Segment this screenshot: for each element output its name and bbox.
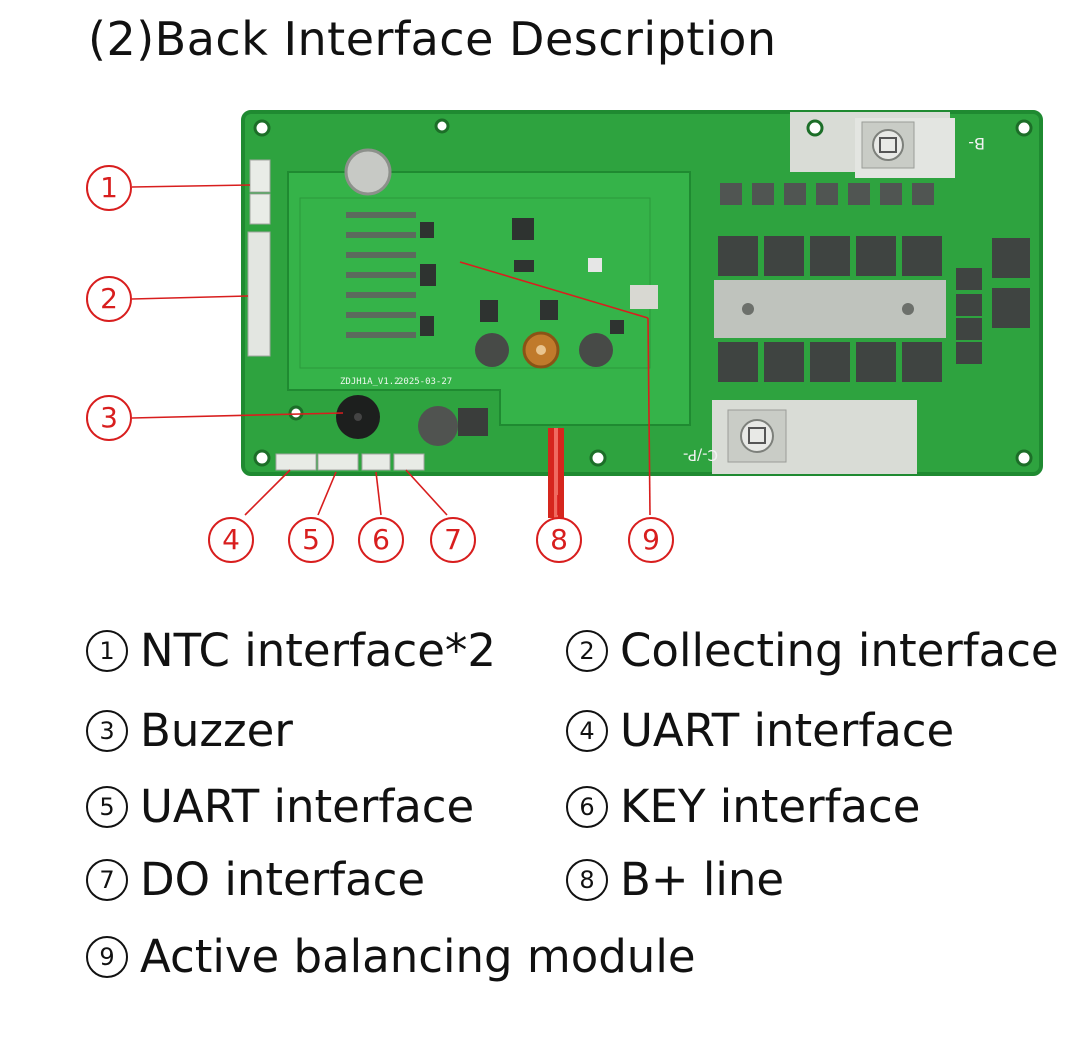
legend-item-8: 8 B+ line — [566, 853, 784, 906]
inductor-right — [579, 333, 613, 367]
callout-3: 3 — [86, 395, 132, 441]
legend-number: 1 — [86, 629, 128, 672]
callout-9: 9 — [628, 517, 674, 563]
callout-4: 4 — [208, 517, 254, 563]
legend-item-9: 9 Active balancing module — [86, 930, 696, 983]
callout-7: 7 — [430, 517, 476, 563]
legend-item-3: 3 Buzzer — [86, 704, 293, 757]
callout-2: 2 — [86, 276, 132, 322]
legend-number: 2 — [566, 629, 608, 672]
callout-8: 8 — [536, 517, 582, 563]
legend-item-1: 1 NTC interface*2 — [86, 624, 496, 677]
legend-number: 6 — [566, 785, 608, 828]
callout-5: 5 — [288, 517, 334, 563]
legend-item-2: 2 Collecting interface — [566, 624, 1059, 677]
legend-text: KEY interface — [620, 780, 921, 833]
legend-number: 7 — [86, 858, 128, 901]
bottom-connectors — [275, 453, 425, 471]
legend-text: DO interface — [140, 853, 426, 906]
legend-text: NTC interface*2 — [140, 624, 497, 677]
legend-text: B+ line — [620, 853, 785, 906]
legend-number: 5 — [86, 785, 128, 828]
legend-number: 4 — [566, 709, 608, 752]
legend-text: Buzzer — [140, 704, 293, 757]
inductor-left — [475, 333, 509, 367]
page-title: (2)Back Interface Description — [88, 12, 777, 66]
legend-item-6: 6 KEY interface — [566, 780, 920, 833]
legend-item-4: 4 UART interface — [566, 704, 954, 757]
screw-terminal-b — [861, 121, 915, 169]
collecting-connector — [247, 231, 271, 357]
leader-lines — [131, 184, 651, 516]
module-ics — [420, 218, 624, 336]
callout-6: 6 — [358, 517, 404, 563]
legend-text: UART interface — [140, 780, 475, 833]
ntc-connector — [249, 159, 271, 225]
terminal-cp-label: C-/P- — [683, 446, 718, 464]
balancing-module-board — [287, 171, 691, 426]
callout-1: 1 — [86, 165, 132, 211]
module-relay — [630, 285, 658, 309]
cell-row-components — [346, 212, 416, 338]
legend-text: Active balancing module — [140, 930, 696, 983]
legend-number: 8 — [566, 858, 608, 901]
terminal-b-label: B- — [968, 134, 985, 153]
screw-terminal-cp — [727, 409, 787, 463]
legend-number: 3 — [86, 709, 128, 752]
legend-number: 9 — [86, 935, 128, 978]
legend-item-7: 7 DO interface — [86, 853, 425, 906]
legend-text: UART interface — [620, 704, 955, 757]
coin-battery — [344, 148, 392, 196]
board-date-label: 2025-03-27 — [398, 377, 452, 387]
board-version-label: ZDJH1A_V1.2 — [340, 377, 400, 387]
legend-text: Collecting interface — [620, 624, 1059, 677]
electrolytic-capacitor — [418, 406, 458, 446]
mosfet-top-row — [720, 183, 934, 205]
legend-item-5: 5 UART interface — [86, 780, 474, 833]
mosfet-grid — [718, 236, 1030, 382]
